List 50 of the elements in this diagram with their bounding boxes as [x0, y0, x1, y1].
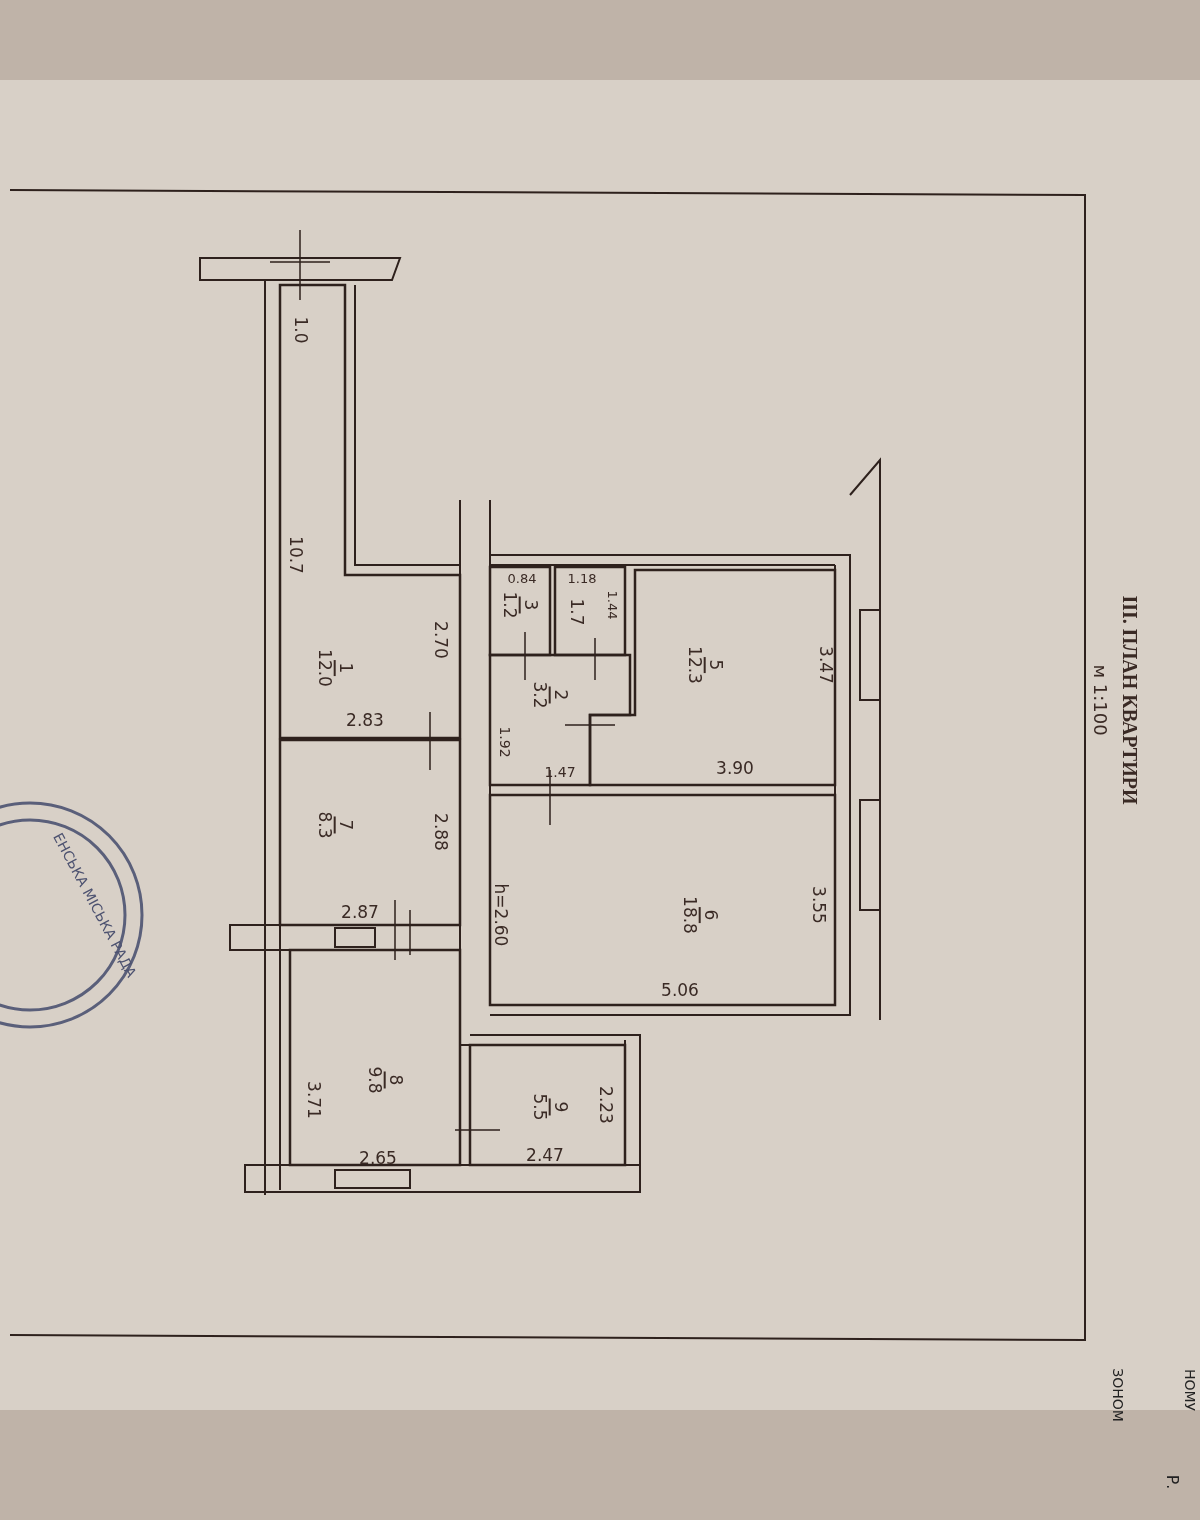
room-outline — [555, 567, 625, 655]
dimension-text: 2.88 — [431, 813, 449, 851]
plan-title: III. ПЛАН КВАРТИРИ — [1120, 595, 1140, 805]
room-number: 2 — [549, 686, 570, 704]
dimension-text: 2.70 — [431, 621, 449, 659]
room-area: 12.3 — [685, 643, 704, 687]
dimension-text: 3.90 — [716, 759, 754, 777]
room-number: 6 — [699, 906, 720, 924]
room-number: 5 — [704, 656, 725, 674]
page-fragment-text: ЗОНОМ — [1111, 1368, 1125, 1422]
page-fragment-text: НОМУ — [1183, 1368, 1197, 1412]
dimension-text: 1.44 — [605, 590, 619, 620]
room-outline — [280, 285, 460, 738]
scale-note: м 1:100 — [1091, 664, 1109, 736]
dimension-text: 0.84 — [507, 571, 537, 585]
room-outline — [490, 567, 550, 655]
dimension-text: 5.06 — [661, 981, 699, 999]
room-area: 1.2 — [500, 588, 519, 622]
dimension-text: 1.0 — [291, 316, 309, 344]
dimension-text: 2.83 — [346, 711, 384, 729]
dimension-text: 1.92 — [498, 726, 512, 758]
room-outline — [280, 740, 460, 925]
room-area: 9.8 — [365, 1063, 384, 1097]
room-outline — [290, 950, 460, 1165]
room-number: 1 — [334, 659, 355, 677]
room-number: 8 — [384, 1071, 405, 1089]
page-fragment-text: Р. — [1164, 1474, 1180, 1490]
room-area: 8.3 — [315, 808, 334, 842]
ceiling-height-text: h=2.60 — [491, 883, 509, 947]
dimension-text: 2.47 — [526, 1146, 564, 1164]
dimension-text: 2.65 — [359, 1149, 397, 1167]
room-outline — [490, 795, 835, 1005]
room-number: 3 — [519, 596, 540, 614]
room-outline — [490, 655, 630, 785]
dimension-text: 3.71 — [304, 1081, 322, 1119]
dimension-text: 1.18 — [567, 571, 597, 585]
dimension-text: 3.47 — [816, 646, 834, 684]
room-area: 5.5 — [530, 1090, 549, 1124]
dimension-text: 1.47 — [544, 765, 576, 779]
room-number: 9 — [549, 1098, 570, 1116]
dimension-text: 3.55 — [809, 886, 827, 924]
room-number: 7 — [334, 816, 355, 834]
dimension-text: 10.7 — [286, 536, 304, 574]
room-area: 1.7 — [567, 595, 587, 629]
room-area: 18.8 — [680, 893, 699, 937]
dimension-text: 2.87 — [341, 903, 379, 921]
room-area: 12.0 — [315, 646, 334, 690]
room-area: 3.2 — [530, 678, 549, 712]
dimension-text: 2.23 — [596, 1086, 614, 1124]
room-outline — [470, 1045, 625, 1165]
